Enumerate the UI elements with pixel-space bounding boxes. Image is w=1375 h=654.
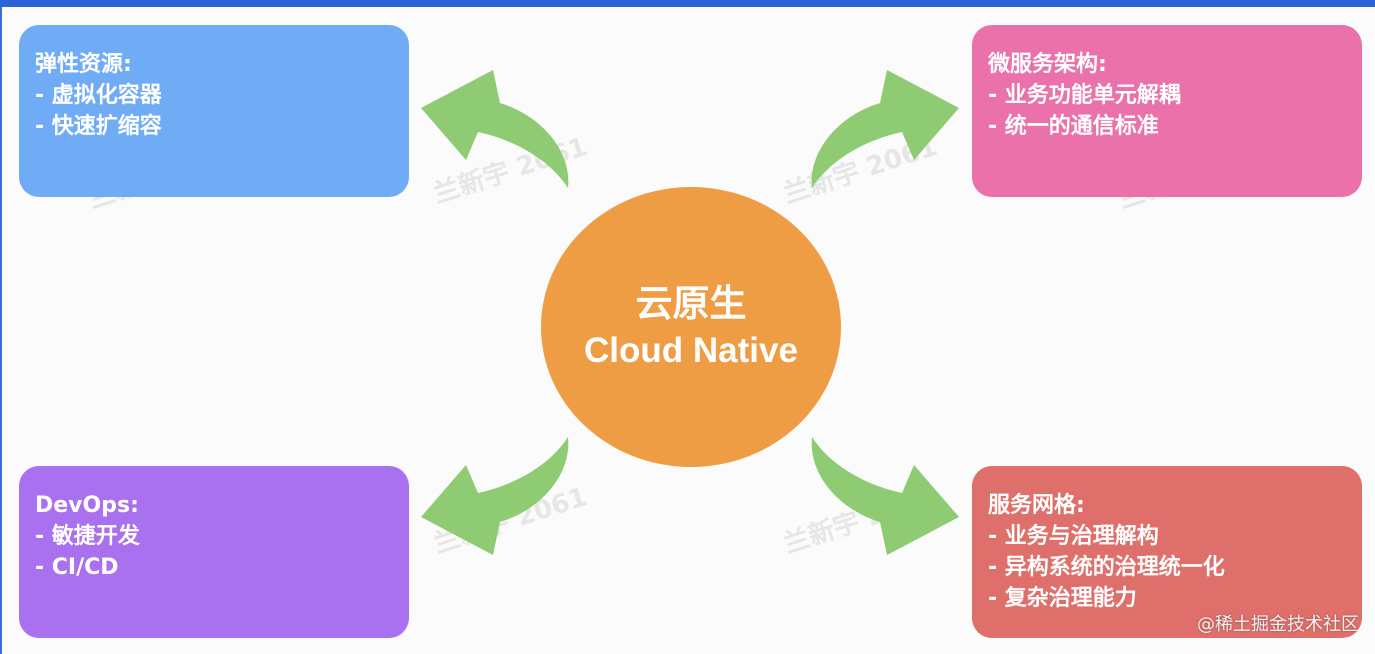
center-title-en: Cloud Native bbox=[584, 331, 798, 370]
box-item: - 复杂治理能力 bbox=[988, 586, 1137, 611]
cloud-native-circle: 云原生 Cloud Native bbox=[541, 187, 841, 467]
box-item: - 虚拟化容器 bbox=[35, 83, 162, 108]
devops-box: DevOps: - 敏捷开发 - CI/CD bbox=[19, 466, 409, 638]
center-title-cn: 云原生 bbox=[635, 282, 747, 325]
box-item: - 敏捷开发 bbox=[35, 524, 140, 549]
microservices-box: 微服务架构: - 业务功能单元解耦 - 统一的通信标准 bbox=[972, 25, 1362, 197]
box-heading: 微服务架构: bbox=[988, 52, 1107, 77]
box-item: - 统一的通信标准 bbox=[988, 114, 1159, 139]
corner-credit: @稀土掘金技术社区 bbox=[1197, 614, 1359, 635]
box-heading: 服务网格: bbox=[988, 493, 1085, 518]
arrow-to-devops bbox=[421, 437, 569, 555]
arrow-to-service-mesh bbox=[811, 437, 959, 555]
left-edge-rule bbox=[0, 7, 2, 654]
arrow-to-elastic bbox=[421, 70, 569, 188]
box-item: - 异构系统的治理统一化 bbox=[988, 555, 1225, 580]
box-item: - 业务功能单元解耦 bbox=[988, 83, 1181, 108]
box-heading: 弹性资源: bbox=[35, 52, 132, 77]
box-item: - 快速扩缩容 bbox=[35, 114, 162, 139]
service-mesh-box: 服务网格: - 业务与治理解构 - 异构系统的治理统一化 - 复杂治理能力 bbox=[972, 466, 1362, 638]
arrow-to-microservices bbox=[811, 70, 959, 188]
elastic-resources-box: 弹性资源: - 虚拟化容器 - 快速扩缩容 bbox=[19, 25, 409, 197]
top-accent-bar bbox=[0, 0, 1375, 7]
box-item: - CI/CD bbox=[35, 555, 119, 580]
box-heading: DevOps: bbox=[35, 493, 139, 518]
box-item: - 业务与治理解构 bbox=[988, 524, 1159, 549]
